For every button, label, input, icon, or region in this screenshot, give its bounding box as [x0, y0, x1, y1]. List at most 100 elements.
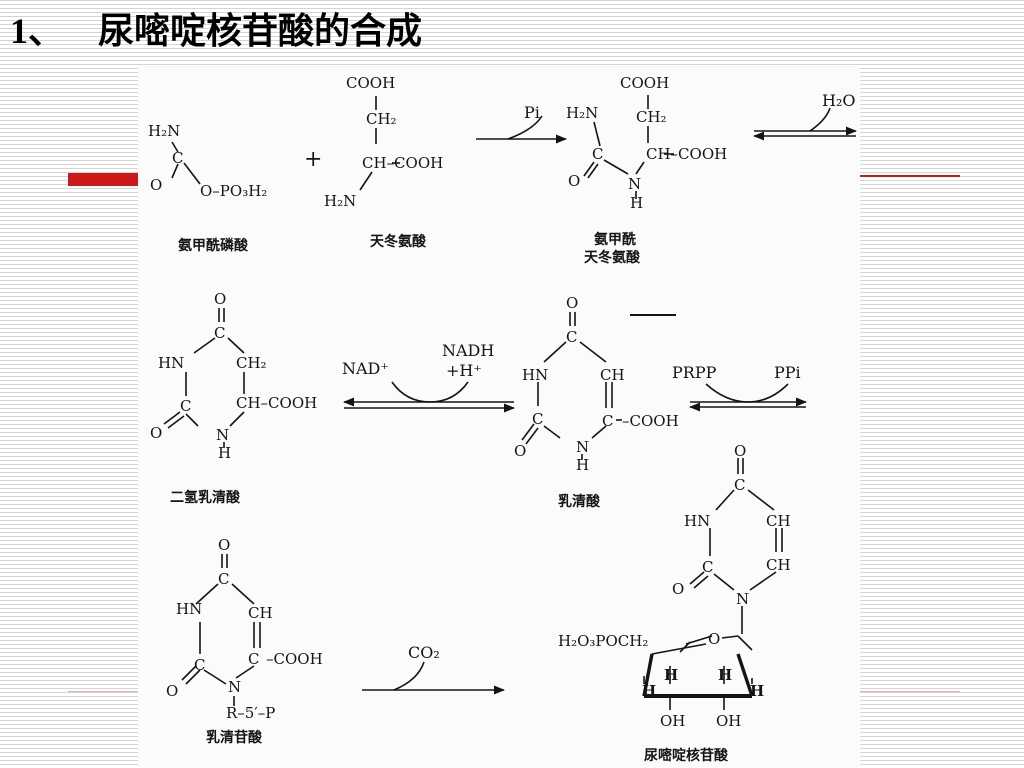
- atom-c: C: [592, 145, 603, 163]
- atom-n: N: [216, 426, 229, 444]
- plus-h-label: +H⁺: [446, 361, 482, 380]
- atom-h: H: [718, 666, 732, 684]
- pi-release-curve: [507, 115, 543, 140]
- atom-h: H: [630, 194, 643, 212]
- red-accent-bar: [68, 173, 140, 186]
- atom-c: C: [734, 476, 745, 494]
- pathway-diagram: H₂N C O O–PO₃H₂ COOH CH₂ CH–COOH H₂N COO…: [148, 74, 858, 764]
- omp-structure: [181, 554, 261, 706]
- atom-o: O: [568, 172, 580, 190]
- atom-c: C: [566, 328, 577, 346]
- atom-ch: CH–COOH: [236, 394, 317, 412]
- atom-n: N: [628, 175, 641, 193]
- atom-c: C: [702, 558, 713, 576]
- atom-hn: HN: [684, 512, 710, 530]
- ump-structure: [689, 458, 783, 634]
- atom-h: H: [642, 682, 656, 700]
- atom-n: N: [228, 678, 241, 696]
- atom-hn: HN: [158, 354, 184, 372]
- prpp-label: PRPP: [672, 363, 717, 382]
- name-ump: 尿嘧啶核苷酸: [644, 747, 729, 764]
- atom-cooh: –COOH: [266, 650, 323, 668]
- atom-r5p: R–5′–P: [226, 704, 275, 722]
- atom-n: N: [736, 590, 749, 608]
- atom-h: H: [218, 444, 231, 462]
- atom-ch: CH–COOH: [646, 145, 727, 163]
- nadh-label: NADH: [442, 341, 494, 360]
- atom-o: O: [514, 442, 526, 460]
- atom-ch2: CH₂: [636, 108, 667, 126]
- pi-label: Pi: [524, 103, 540, 122]
- carbamoyl-aspartate-structure: [583, 95, 674, 199]
- name-aspartate: 天冬氨酸: [370, 233, 427, 250]
- atom-o: O: [708, 630, 720, 648]
- atom-hn: HN: [176, 600, 202, 618]
- atom-h: H: [750, 682, 764, 700]
- ribose-structure: [642, 635, 754, 710]
- atom-c: C: [248, 650, 259, 668]
- atom-cooh: COOH: [346, 74, 395, 92]
- atom-c: C: [194, 656, 205, 674]
- name-dihydroorotate: 二氢乳清酸: [170, 489, 241, 506]
- slide-title: 1、尿嘧啶核苷酸的合成: [10, 6, 422, 56]
- atom-h: H: [664, 666, 678, 684]
- name-carbamoyl-phosphate: 氨甲酰磷酸: [178, 237, 249, 254]
- name-carbamoyl-aspartate-line1: 氨甲酰: [594, 231, 636, 248]
- atom-o: O: [166, 682, 178, 700]
- prpp-exchange-curve: [705, 383, 789, 403]
- atom-c: C: [172, 149, 183, 167]
- carbamoyl-phosphate-structure: [171, 141, 201, 185]
- atom-ch: CH: [766, 512, 791, 530]
- atom-hn: HN: [522, 366, 548, 384]
- atom-cooh: –COOH: [622, 412, 679, 430]
- atom-o: O: [734, 442, 746, 460]
- atom-oh: OH: [660, 712, 685, 730]
- atom-c: C: [602, 412, 613, 430]
- nad-exchange-curve: [391, 381, 469, 403]
- slide-title-number: 1、: [10, 11, 65, 51]
- atom-c: C: [532, 410, 543, 428]
- atom-o-po3h2: O–PO₃H₂: [200, 182, 267, 200]
- plus-sign: +: [304, 147, 322, 172]
- red-divider-right: [860, 175, 960, 177]
- atom-ch: CH: [600, 366, 625, 384]
- atom-h2n: H₂N: [566, 104, 598, 122]
- atom-o: O: [672, 580, 684, 598]
- orotate-structure: [521, 312, 622, 460]
- atom-ch: CH: [766, 556, 791, 574]
- co2-label: CO₂: [408, 643, 440, 662]
- slide-title-text: 尿嘧啶核苷酸的合成: [98, 11, 423, 51]
- atom-o: O: [218, 536, 230, 554]
- atom-oh: OH: [716, 712, 741, 730]
- dihydroorotate-structure: [163, 308, 245, 448]
- structure-atom-labels: H₂N C O O–PO₃H₂ COOH CH₂ CH–COOH H₂N COO…: [148, 74, 791, 730]
- divider-bottom-right: [860, 691, 960, 692]
- atom-o: O: [214, 290, 226, 308]
- atom-h2n: H₂N: [324, 192, 356, 210]
- co2-release-curve: [393, 661, 425, 691]
- name-carbamoyl-aspartate-line2: 天冬氨酸: [584, 249, 641, 266]
- atom-c: C: [180, 397, 191, 415]
- atom-ch: CH–COOH: [362, 154, 443, 172]
- atom-c: C: [218, 570, 229, 588]
- nad-label: NAD⁺: [342, 359, 389, 378]
- atom-cooh: COOH: [620, 74, 669, 92]
- atom-o: O: [150, 424, 162, 442]
- atom-n: N: [576, 438, 589, 456]
- atom-h2n: H₂N: [148, 122, 180, 140]
- atom-ch2: CH₂: [366, 110, 397, 128]
- h2o-label: H₂O: [822, 91, 855, 110]
- divider-bottom-left: [68, 691, 138, 692]
- atom-ch2: CH₂: [236, 354, 267, 372]
- atom-c: C: [214, 324, 225, 342]
- name-orotate: 乳清酸: [558, 493, 601, 510]
- atom-h2o3poch2: H₂O₃POCH₂: [558, 632, 648, 650]
- h2o-release-curve: [809, 107, 831, 132]
- atom-o: O: [150, 176, 162, 194]
- pathway-figure: H₂N C O O–PO₃H₂ COOH CH₂ CH–COOH H₂N COO…: [138, 66, 860, 768]
- name-omp: 乳清苷酸: [206, 729, 263, 746]
- atom-h: H: [576, 456, 589, 474]
- atom-o: O: [566, 294, 578, 312]
- aspartate-structure: [359, 96, 400, 191]
- atom-ch: CH: [248, 604, 273, 622]
